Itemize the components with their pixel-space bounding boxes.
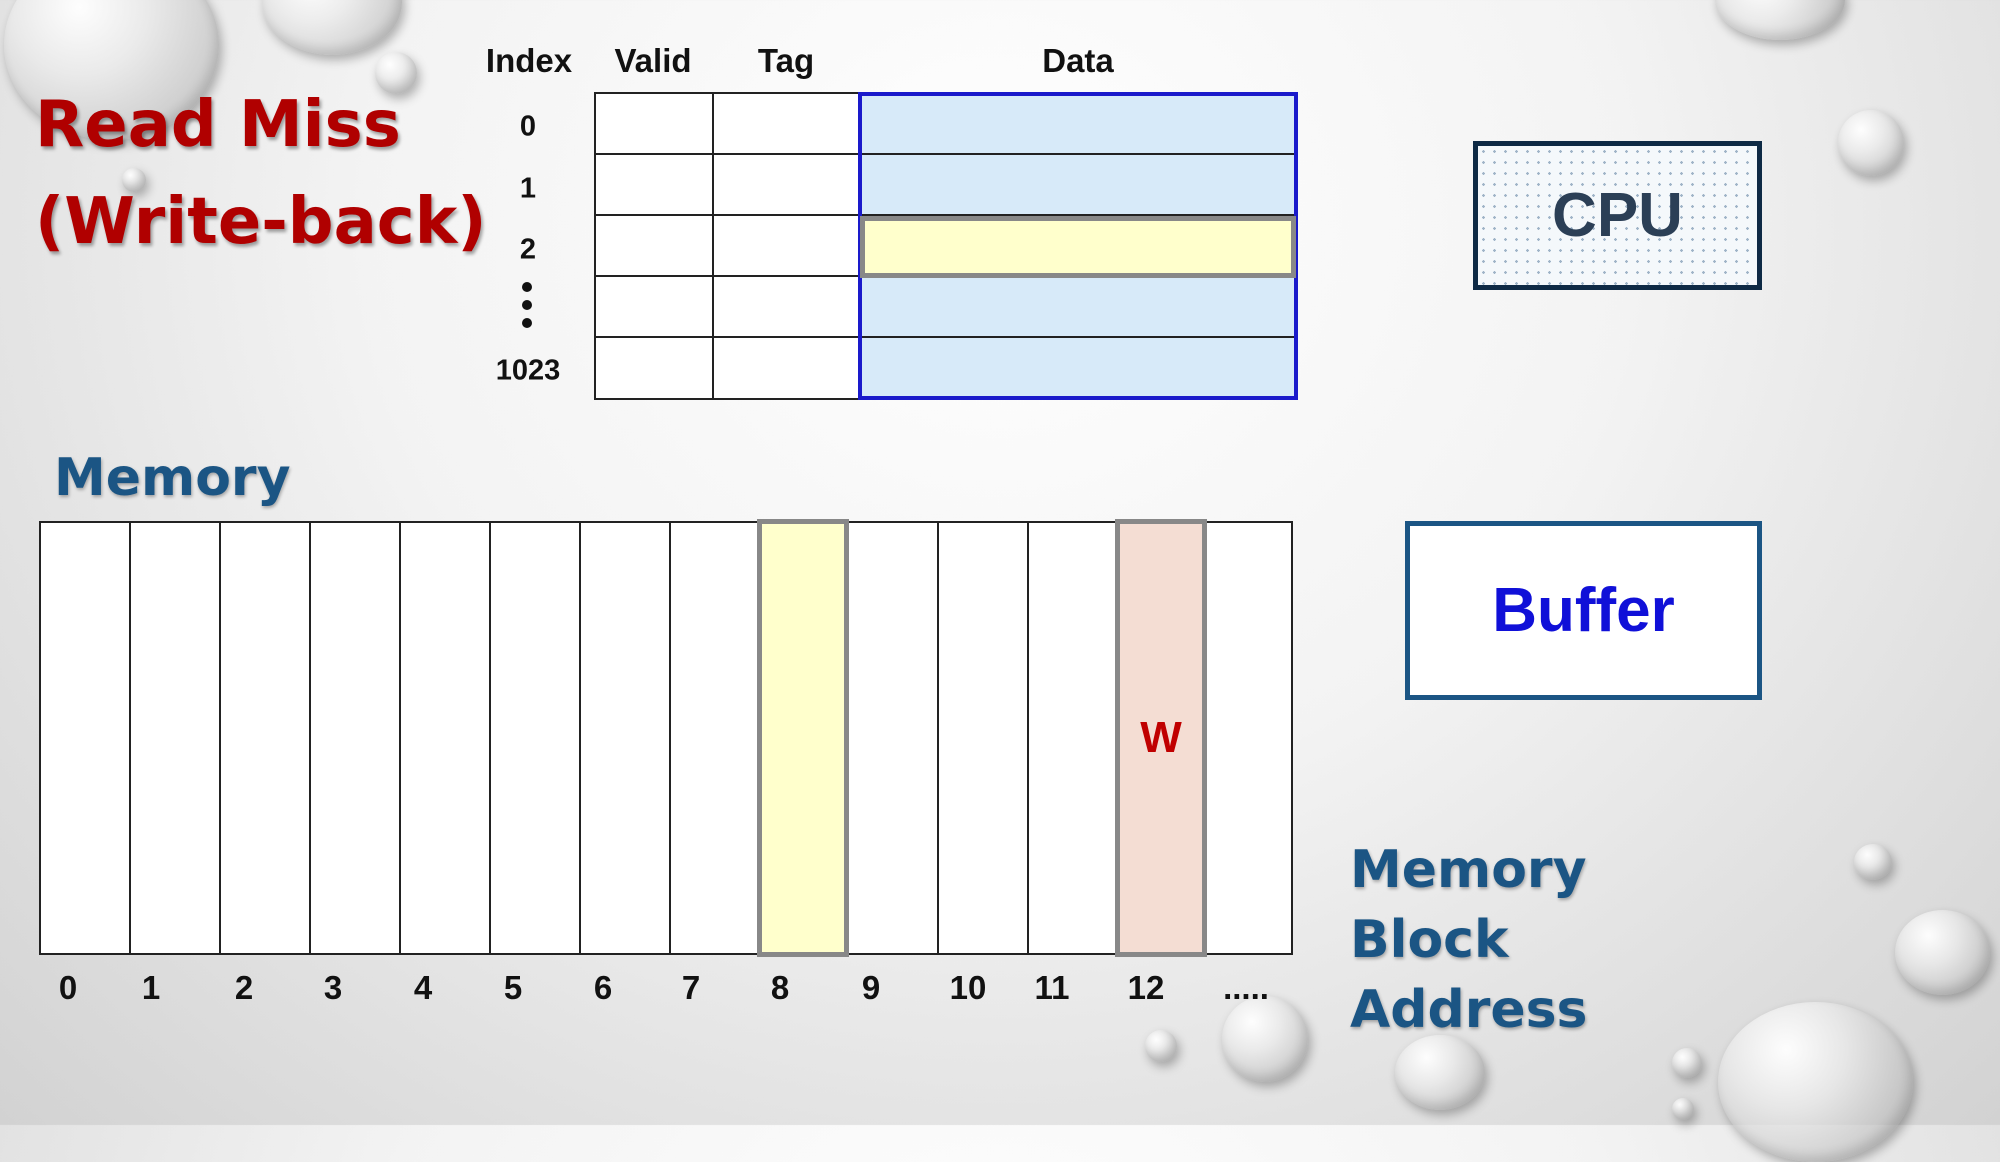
cache-valid-cell <box>594 275 714 338</box>
memory-block <box>221 523 311 953</box>
memory-label: Memory <box>54 448 291 508</box>
cache-header-index: Index <box>485 42 573 79</box>
memory-block <box>1029 523 1119 953</box>
water-drop-decoration <box>375 52 417 94</box>
memory-address-label: 5 <box>503 969 523 1006</box>
cache-data-cell <box>858 336 1298 400</box>
write-buffer-box: Buffer <box>1405 521 1762 700</box>
water-drop-decoration <box>1145 1030 1177 1062</box>
slide-subtitle: (Write-back) <box>35 185 487 259</box>
memory-address-label: 10 <box>949 969 987 1006</box>
memory-address-label: 7 <box>681 969 701 1006</box>
write-mark: W <box>1140 713 1182 762</box>
memory-block-dirty: W <box>1115 519 1207 957</box>
cache-index-label: 1 <box>519 172 537 205</box>
memory-block <box>491 523 581 953</box>
memory-block <box>41 523 131 953</box>
cache-tag-cell <box>712 153 860 216</box>
memory-block <box>1207 523 1293 953</box>
slide-title: Read Miss <box>35 88 401 162</box>
water-drop-decoration <box>1838 110 1904 176</box>
memory-address-label: 1 <box>141 969 161 1006</box>
water-drop-decoration <box>1672 1098 1694 1120</box>
memory-block <box>671 523 761 953</box>
buffer-label: Buffer <box>1492 576 1675 645</box>
cache-header-tag: Tag <box>757 42 815 79</box>
memory-address-label: 3 <box>323 969 343 1006</box>
cpu-label: CPU <box>1552 181 1683 250</box>
memory-block <box>401 523 491 953</box>
cache-data-cell <box>858 275 1298 338</box>
water-drop-decoration <box>1715 0 1845 40</box>
cpu-box: CPU <box>1473 141 1762 290</box>
cache-data-cell <box>858 92 1298 155</box>
block-address-label-line1: Memory <box>1350 840 1587 900</box>
vertical-ellipsis-icon <box>522 282 534 336</box>
water-drop-decoration <box>122 168 146 192</box>
water-drop-decoration <box>1672 1048 1702 1078</box>
cache-valid-cell <box>594 92 714 155</box>
memory-address-label: 8 <box>770 969 790 1006</box>
memory-address-label: 9 <box>861 969 881 1006</box>
memory-address-ellipsis: ..... <box>1223 969 1269 1006</box>
cache-index-label: 1023 <box>495 354 561 387</box>
memory-block <box>311 523 401 953</box>
water-drop-decoration <box>1395 1035 1485 1110</box>
memory-block <box>939 523 1029 953</box>
memory-blocks: W <box>39 519 1293 957</box>
cache-tag-cell <box>712 92 860 155</box>
cache-index-label: 0 <box>519 110 537 143</box>
block-address-label-line2: Block <box>1350 910 1509 970</box>
cache-tag-cell <box>712 275 860 338</box>
cache-valid-cell <box>594 214 714 277</box>
memory-block <box>849 523 939 953</box>
cache-valid-cell <box>594 153 714 216</box>
memory-address-label: 11 <box>1034 969 1070 1006</box>
memory-address-label: 6 <box>593 969 613 1006</box>
memory-block <box>131 523 221 953</box>
water-drop-decoration <box>1854 844 1892 880</box>
cache-data-cell <box>858 153 1298 216</box>
cache-tag-cell <box>712 214 860 277</box>
memory-block-highlighted <box>757 519 849 957</box>
cache-valid-cell <box>594 336 714 400</box>
cache-header-data: Data <box>1042 42 1114 79</box>
memory-address-label: 2 <box>234 969 254 1006</box>
memory-address-label: 4 <box>413 969 433 1006</box>
cache-highlighted-row <box>860 216 1296 278</box>
cache-tag-cell <box>712 336 860 400</box>
water-drop-decoration <box>1895 910 1990 995</box>
block-address-label-line3: Address <box>1350 980 1588 1040</box>
water-drop-decoration <box>1222 996 1308 1082</box>
water-drop-decoration <box>262 0 402 55</box>
cache-header-valid: Valid <box>614 42 692 79</box>
memory-block <box>581 523 671 953</box>
water-drop-decoration <box>1718 1002 1913 1162</box>
memory-address-label: 12 <box>1127 969 1165 1006</box>
cache-index-label: 2 <box>519 233 537 266</box>
memory-address-label: 0 <box>58 969 78 1006</box>
